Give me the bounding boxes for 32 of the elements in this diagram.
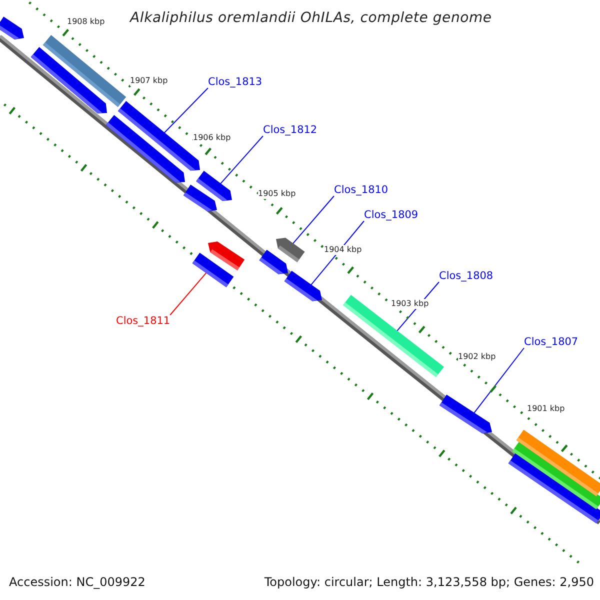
leader-line [292,196,334,244]
tick-label: 1906 kbp [193,133,231,143]
gene-label: Clos_1810 [334,184,388,196]
gene-feature-bar [259,250,288,274]
tick-label: 1905 kbp [258,189,296,199]
gene-feature-bar [284,270,322,302]
tick-label: 1901 kbp [527,404,565,414]
accession-text: Accession: NC_009922 [9,575,146,589]
gene-label: Clos_1813 [208,76,262,88]
gene-feature-bar [42,35,126,107]
diagram-title: Alkaliphilus oremlandii OhILAs, complete genome [130,10,492,26]
gene-feature-bar [516,430,600,496]
tick-label: 1903 kbp [391,299,429,309]
gene-feature-bar [276,238,305,262]
gene-feature-bar [183,184,217,212]
gene-label: Clos_1809 [364,209,418,221]
gene-feature-bar [0,16,24,40]
gene-feature-bar [439,394,492,434]
tick-label: 1904 kbp [324,245,362,255]
genome-info-text: Topology: circular; Length: 3,123,558 bp; Genes: 2,950 [264,575,594,589]
leader-line [474,348,524,414]
gene-label: Clos_1808 [439,270,494,282]
leader-line [220,136,264,184]
gene-feature-bar [106,115,185,182]
tick-label: 1907 kbp [130,76,168,86]
tick-label: 1908 kbp [67,17,105,27]
gene-label: Clos_1812 [263,124,318,136]
leader-line [170,272,207,316]
gene-label: Clos_1811 [116,315,170,327]
gene-label: Clos_1807 [524,336,578,348]
tick-label: 1902 kbp [458,352,496,362]
gene-feature-bar [208,242,245,270]
